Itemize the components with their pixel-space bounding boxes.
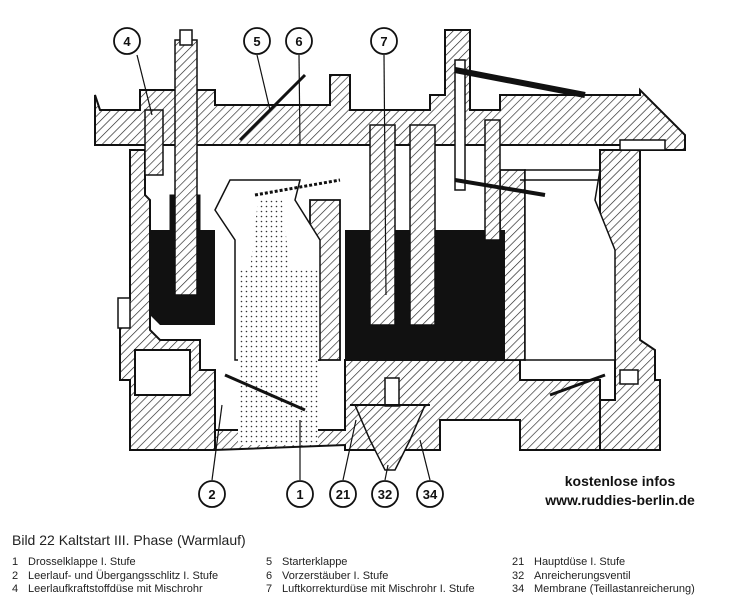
legend-text: Hauptdüse I. Stufe xyxy=(534,556,626,568)
callout-7: 7 xyxy=(370,27,398,55)
legend-item: 32 Anreicherungsventil xyxy=(512,570,695,584)
callout-4: 4 xyxy=(113,27,141,55)
legend-item: 1 Drosselklappe I. Stufe xyxy=(12,556,218,570)
callout-7-label: 7 xyxy=(380,34,387,49)
legend-number: 2 xyxy=(12,569,19,582)
legend-item: 2 Leerlauf- und Übergangsschlitz I. Stufe xyxy=(12,570,218,584)
legend-number: 7 xyxy=(266,583,273,595)
enrichment-valve xyxy=(350,377,430,471)
legend-number: 5 xyxy=(266,556,273,568)
callout-2: 2 xyxy=(198,480,226,508)
carburetor-cross-section-diagram: 4 5 6 7 2 1 21 32 xyxy=(94,27,686,508)
legend-text: Drosselklappe I. Stufe xyxy=(28,556,136,568)
legend-number: 21 xyxy=(512,556,525,568)
legend-text: Leerlaufkraftstoffdüse mit Mischrohr xyxy=(28,583,203,595)
watermark-url: www.ruddies-berlin.de xyxy=(545,492,695,508)
legend-item: 34 Membrane (Teillastanreicherung) xyxy=(512,583,695,597)
legend-text: Leerlauf- und Übergangsschlitz I. Stufe xyxy=(28,569,219,582)
legend-text: Luftkorrekturdüse mit Mischrohr I. Stufe xyxy=(282,583,475,595)
watermark-line-1: kostenlose infos xyxy=(564,473,676,489)
flaps xyxy=(224,67,606,412)
leader-lines xyxy=(136,54,431,481)
callout-32: 32 xyxy=(371,480,399,508)
legend-number: 4 xyxy=(12,583,19,595)
legend-text: Membrane (Teillastanreicherung) xyxy=(534,583,695,595)
legend-number: 34 xyxy=(512,583,525,595)
callout-6-label: 6 xyxy=(295,34,302,49)
venturi-first-stage xyxy=(214,179,321,445)
callout-1-label: 1 xyxy=(296,487,303,502)
legend-number: 6 xyxy=(266,569,273,582)
venturi-second-stage xyxy=(520,169,616,361)
mixing-tubes xyxy=(144,29,501,326)
legend-item: 5 Starterklappe xyxy=(266,556,475,570)
figure-caption: Bild 22 Kaltstart III. Phase (Warmlauf) xyxy=(12,532,246,548)
callout-21-label: 21 xyxy=(336,487,350,502)
legend-text: Vorzerstäuber I. Stufe xyxy=(282,569,389,582)
callout-6: 6 xyxy=(285,27,313,55)
callout-34-label: 34 xyxy=(423,487,438,502)
callout-4-label: 4 xyxy=(123,34,131,49)
callout-21: 21 xyxy=(329,480,357,508)
legend-column-3: 21 Hauptdüse I. Stufe 32 Anreicherungsvent… xyxy=(512,556,695,597)
side-fittings xyxy=(117,139,666,396)
callout-34: 34 xyxy=(416,480,444,508)
legend-item: 21 Hauptdüse I. Stufe xyxy=(512,556,695,570)
callout-32-label: 32 xyxy=(378,487,392,502)
legend-text: Anreicherungsventil xyxy=(534,569,631,582)
legend-column-1: 1 Drosselklappe I. Stufe 2 Leerlauf- und Ü… xyxy=(12,556,218,597)
callout-2-label: 2 xyxy=(208,487,215,502)
legend-text: Starterklappe xyxy=(282,556,348,568)
callout-5: 5 xyxy=(243,27,271,55)
legend-item: 7 Luftkorrekturdüse mit Mischrohr I. Stuf… xyxy=(266,583,475,597)
legend-number: 32 xyxy=(512,569,525,582)
legend-item: 6 Vorzerstäuber I. Stufe xyxy=(266,570,475,584)
legend-number: 1 xyxy=(12,556,19,568)
callout-5-label: 5 xyxy=(253,34,260,49)
legend-item: 4 Leerlaufkraftstoffdüse mit Mischrohr xyxy=(12,583,218,597)
legend-column-2: 5 Starterklappe 6 Vorzerstäuber I. Stufe 7… xyxy=(266,556,475,597)
callout-1: 1 xyxy=(286,480,314,508)
